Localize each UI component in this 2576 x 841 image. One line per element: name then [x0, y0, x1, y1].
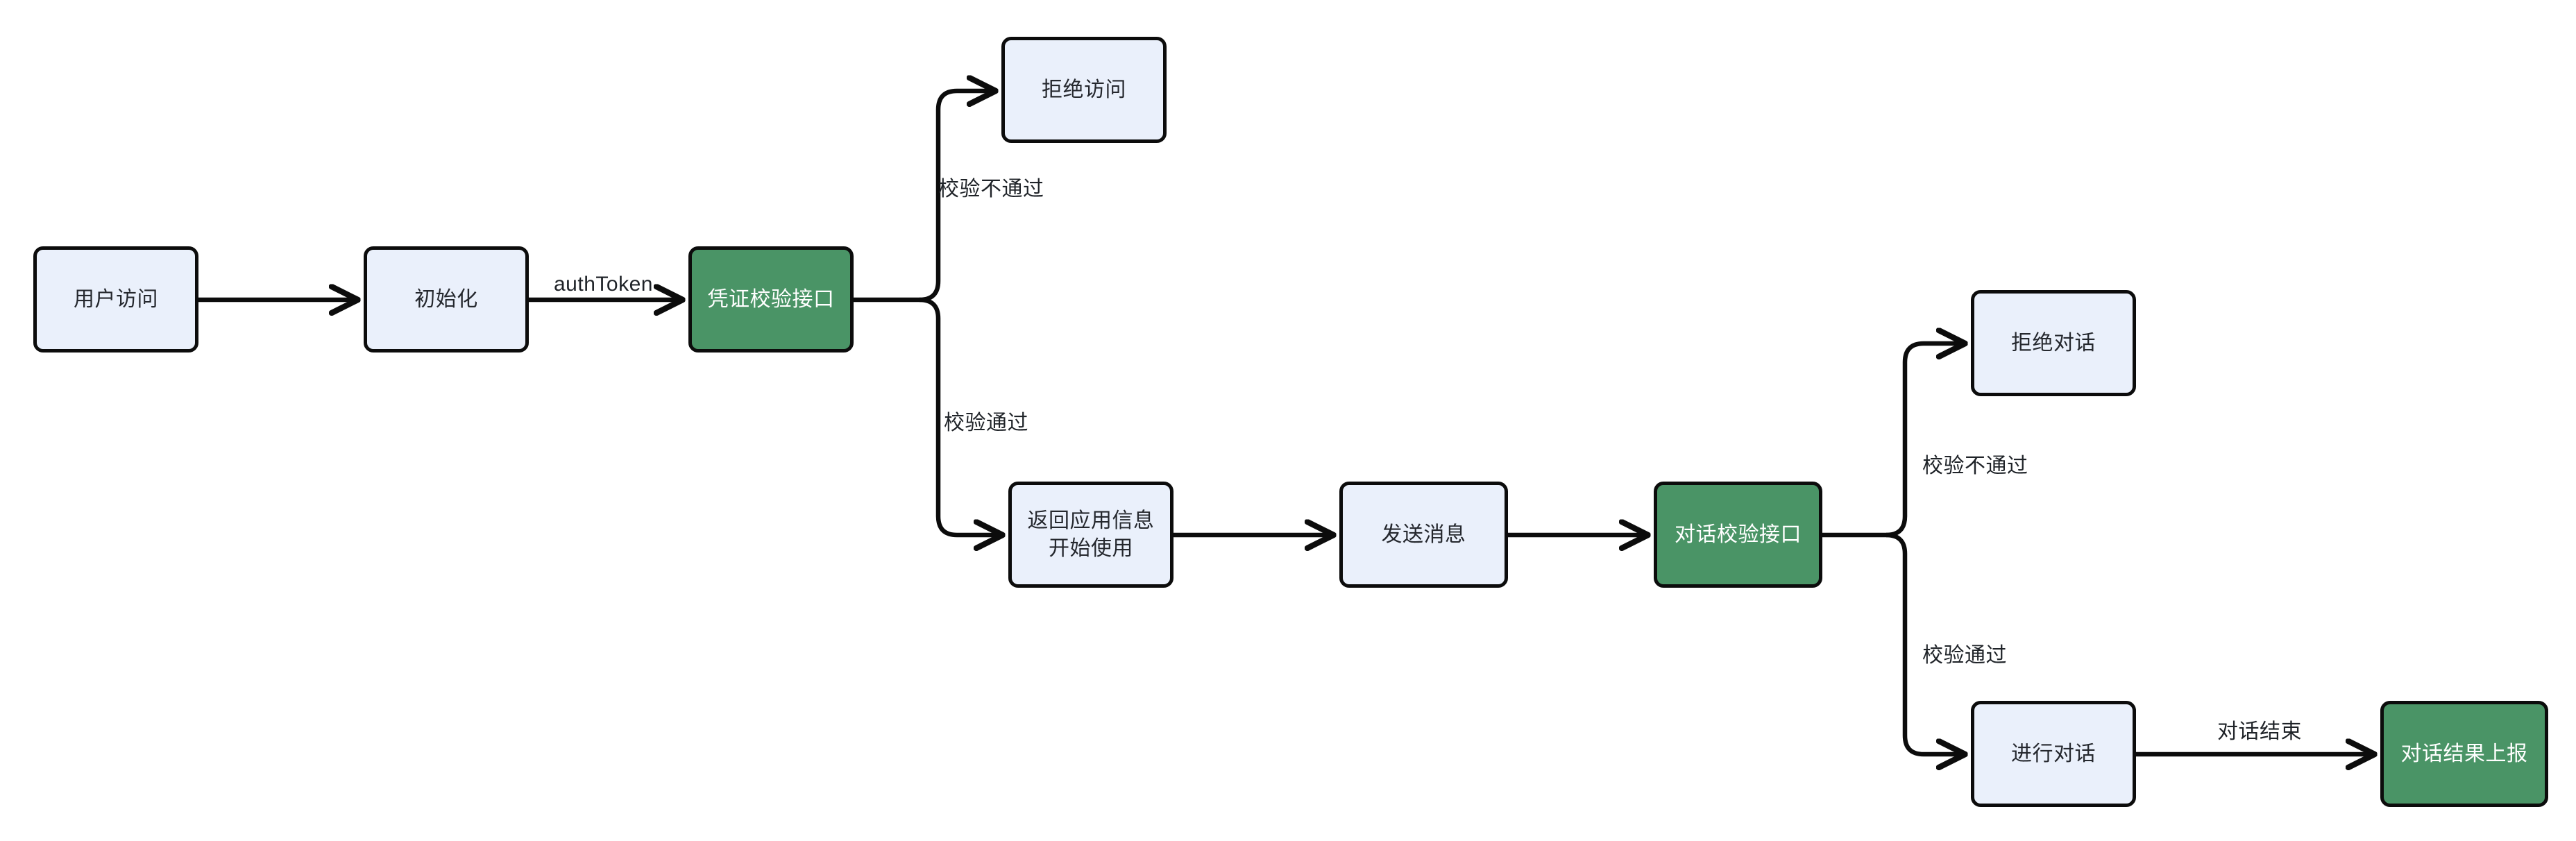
node-return-app-info[interactable]: 返回应用信息 开始使用	[1008, 482, 1173, 588]
node-report-dialog-result[interactable]: 对话结果上报	[2380, 701, 2548, 807]
edge-label-dialog-fail: 校验不通过	[1922, 455, 2028, 477]
node-deny-access[interactable]: 拒绝访问	[1001, 37, 1167, 143]
node-user-access[interactable]: 用户访问	[33, 246, 198, 352]
edge-dialog-fail-to-deny-dialog	[1886, 343, 1963, 538]
node-auth-api[interactable]: 凭证校验接口	[688, 246, 854, 352]
node-send-message[interactable]: 发送消息	[1339, 482, 1508, 588]
node-deny-dialog[interactable]: 拒绝对话	[1971, 290, 2136, 396]
node-dialog-check-api[interactable]: 对话校验接口	[1654, 482, 1822, 588]
node-do-dialog[interactable]: 进行对话	[1971, 701, 2136, 807]
edge-label-auth-token: authToken	[554, 273, 653, 296]
edge-label-dialog-finished: 对话结束	[2217, 720, 2302, 743]
edge-label-auth-pass: 校验通过	[944, 411, 1028, 434]
edge-label-auth-fail: 校验不通过	[938, 178, 1044, 201]
edge-label-dialog-pass: 校验通过	[1922, 644, 2007, 667]
node-init[interactable]: 初始化	[364, 246, 529, 352]
